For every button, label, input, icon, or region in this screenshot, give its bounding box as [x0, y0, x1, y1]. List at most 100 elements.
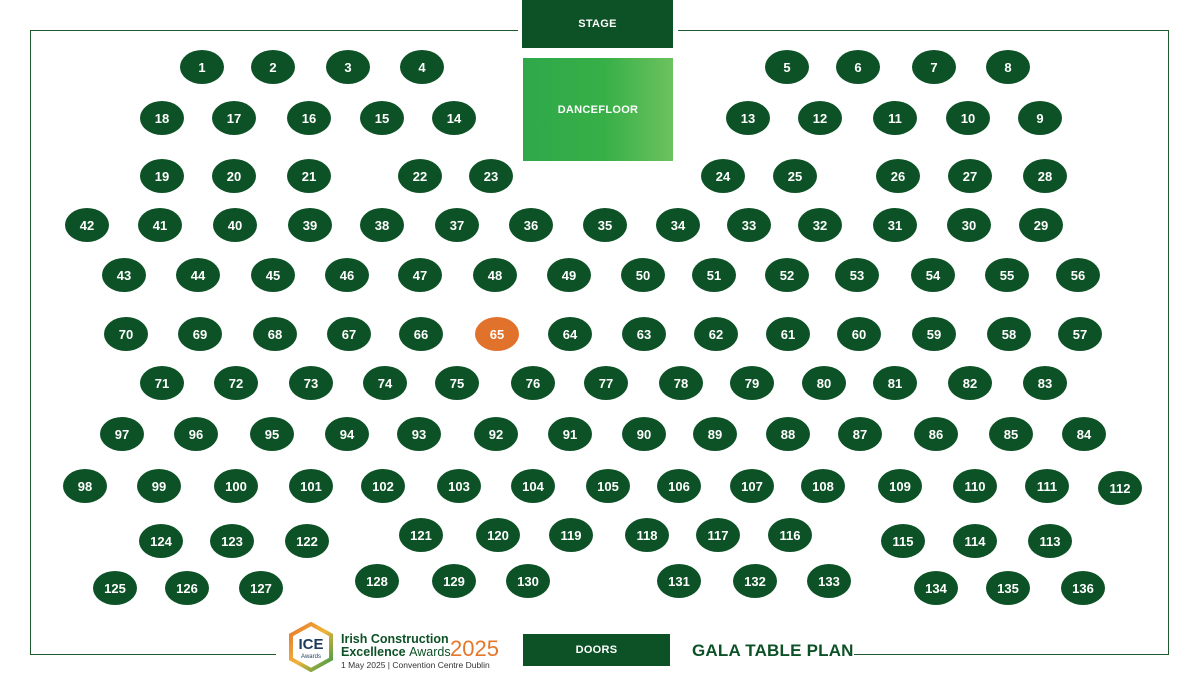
table-83[interactable]: 83 — [1023, 366, 1067, 400]
table-128[interactable]: 128 — [355, 564, 399, 598]
table-56[interactable]: 56 — [1056, 258, 1100, 292]
table-23[interactable]: 23 — [469, 159, 513, 193]
table-88[interactable]: 88 — [766, 417, 810, 451]
table-124[interactable]: 124 — [139, 524, 183, 558]
table-9[interactable]: 9 — [1018, 101, 1062, 135]
table-65[interactable]: 65 — [475, 317, 519, 351]
table-61[interactable]: 61 — [766, 317, 810, 351]
table-73[interactable]: 73 — [289, 366, 333, 400]
table-34[interactable]: 34 — [656, 208, 700, 242]
table-36[interactable]: 36 — [509, 208, 553, 242]
table-43[interactable]: 43 — [102, 258, 146, 292]
table-105[interactable]: 105 — [586, 469, 630, 503]
table-42[interactable]: 42 — [65, 208, 109, 242]
table-134[interactable]: 134 — [914, 571, 958, 605]
table-135[interactable]: 135 — [986, 571, 1030, 605]
table-72[interactable]: 72 — [214, 366, 258, 400]
table-101[interactable]: 101 — [289, 469, 333, 503]
table-33[interactable]: 33 — [727, 208, 771, 242]
table-38[interactable]: 38 — [360, 208, 404, 242]
table-136[interactable]: 136 — [1061, 571, 1105, 605]
table-16[interactable]: 16 — [287, 101, 331, 135]
table-115[interactable]: 115 — [881, 524, 925, 558]
table-84[interactable]: 84 — [1062, 417, 1106, 451]
table-133[interactable]: 133 — [807, 564, 851, 598]
table-1[interactable]: 1 — [180, 50, 224, 84]
table-94[interactable]: 94 — [325, 417, 369, 451]
table-27[interactable]: 27 — [948, 159, 992, 193]
table-41[interactable]: 41 — [138, 208, 182, 242]
table-14[interactable]: 14 — [432, 101, 476, 135]
table-57[interactable]: 57 — [1058, 317, 1102, 351]
table-85[interactable]: 85 — [989, 417, 1033, 451]
table-104[interactable]: 104 — [511, 469, 555, 503]
table-19[interactable]: 19 — [140, 159, 184, 193]
table-75[interactable]: 75 — [435, 366, 479, 400]
table-11[interactable]: 11 — [873, 101, 917, 135]
table-119[interactable]: 119 — [549, 518, 593, 552]
table-3[interactable]: 3 — [326, 50, 370, 84]
table-69[interactable]: 69 — [178, 317, 222, 351]
table-76[interactable]: 76 — [511, 366, 555, 400]
table-20[interactable]: 20 — [212, 159, 256, 193]
table-5[interactable]: 5 — [765, 50, 809, 84]
table-87[interactable]: 87 — [838, 417, 882, 451]
table-103[interactable]: 103 — [437, 469, 481, 503]
table-79[interactable]: 79 — [730, 366, 774, 400]
table-21[interactable]: 21 — [287, 159, 331, 193]
table-96[interactable]: 96 — [174, 417, 218, 451]
table-125[interactable]: 125 — [93, 571, 137, 605]
table-102[interactable]: 102 — [361, 469, 405, 503]
table-45[interactable]: 45 — [251, 258, 295, 292]
table-67[interactable]: 67 — [327, 317, 371, 351]
table-10[interactable]: 10 — [946, 101, 990, 135]
table-93[interactable]: 93 — [397, 417, 441, 451]
table-107[interactable]: 107 — [730, 469, 774, 503]
table-50[interactable]: 50 — [621, 258, 665, 292]
table-7[interactable]: 7 — [912, 50, 956, 84]
table-120[interactable]: 120 — [476, 518, 520, 552]
table-122[interactable]: 122 — [285, 524, 329, 558]
table-64[interactable]: 64 — [548, 317, 592, 351]
table-91[interactable]: 91 — [548, 417, 592, 451]
table-98[interactable]: 98 — [63, 469, 107, 503]
table-54[interactable]: 54 — [911, 258, 955, 292]
table-24[interactable]: 24 — [701, 159, 745, 193]
table-90[interactable]: 90 — [622, 417, 666, 451]
table-97[interactable]: 97 — [100, 417, 144, 451]
table-66[interactable]: 66 — [399, 317, 443, 351]
table-89[interactable]: 89 — [693, 417, 737, 451]
table-123[interactable]: 123 — [210, 524, 254, 558]
table-49[interactable]: 49 — [547, 258, 591, 292]
table-100[interactable]: 100 — [214, 469, 258, 503]
table-48[interactable]: 48 — [473, 258, 517, 292]
table-51[interactable]: 51 — [692, 258, 736, 292]
table-13[interactable]: 13 — [726, 101, 770, 135]
table-114[interactable]: 114 — [953, 524, 997, 558]
table-129[interactable]: 129 — [432, 564, 476, 598]
table-6[interactable]: 6 — [836, 50, 880, 84]
table-95[interactable]: 95 — [250, 417, 294, 451]
table-46[interactable]: 46 — [325, 258, 369, 292]
table-108[interactable]: 108 — [801, 469, 845, 503]
table-121[interactable]: 121 — [399, 518, 443, 552]
table-86[interactable]: 86 — [914, 417, 958, 451]
table-47[interactable]: 47 — [398, 258, 442, 292]
table-60[interactable]: 60 — [837, 317, 881, 351]
table-82[interactable]: 82 — [948, 366, 992, 400]
table-118[interactable]: 118 — [625, 518, 669, 552]
table-44[interactable]: 44 — [176, 258, 220, 292]
table-8[interactable]: 8 — [986, 50, 1030, 84]
table-106[interactable]: 106 — [657, 469, 701, 503]
table-71[interactable]: 71 — [140, 366, 184, 400]
table-53[interactable]: 53 — [835, 258, 879, 292]
table-112[interactable]: 112 — [1098, 471, 1142, 505]
table-58[interactable]: 58 — [987, 317, 1031, 351]
table-74[interactable]: 74 — [363, 366, 407, 400]
table-63[interactable]: 63 — [622, 317, 666, 351]
table-40[interactable]: 40 — [213, 208, 257, 242]
table-12[interactable]: 12 — [798, 101, 842, 135]
table-30[interactable]: 30 — [947, 208, 991, 242]
table-70[interactable]: 70 — [104, 317, 148, 351]
table-80[interactable]: 80 — [802, 366, 846, 400]
